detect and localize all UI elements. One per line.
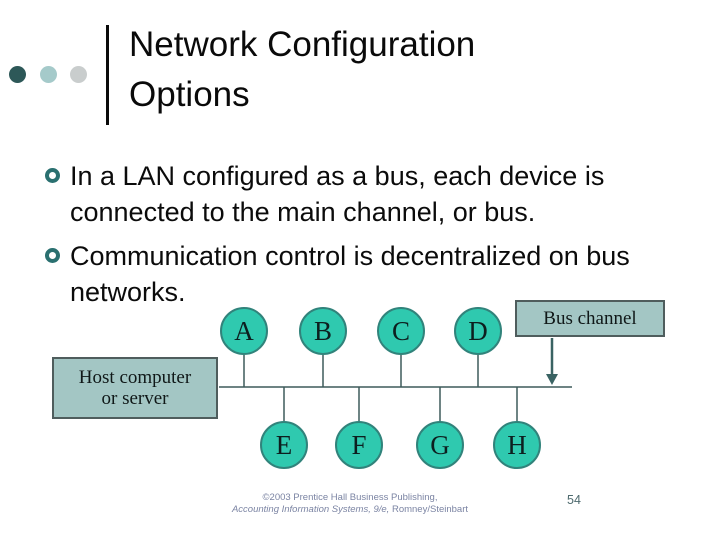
node-label: D: [468, 315, 488, 346]
bullet-list: In a LAN configured as a bus, each devic…: [45, 158, 675, 318]
host-computer-label: Host computer or server: [79, 367, 191, 409]
node-label: G: [430, 429, 450, 460]
node-label: F: [351, 429, 367, 460]
deco-dot-teal-icon: [40, 66, 57, 83]
node-label: B: [313, 315, 332, 346]
node-label: C: [391, 315, 410, 346]
node-f: F: [335, 421, 383, 469]
node-label: E: [275, 429, 293, 460]
host-computer-label-box: Host computer or server: [52, 357, 218, 419]
bullet-text: Communication control is decentralized o…: [70, 241, 630, 307]
bullet-circle-icon: [45, 168, 60, 183]
bus-channel-label: Bus channel: [543, 307, 637, 329]
footer-line1: ©2003 Prentice Hall Business Publishing,: [262, 492, 438, 503]
bus-channel-arrowhead-icon: [546, 374, 558, 385]
bullet-item: Communication control is decentralized o…: [45, 238, 675, 310]
bus-channel-label-box: Bus channel: [515, 300, 665, 337]
node-b: B: [299, 307, 347, 355]
deco-dot-dark-icon: [9, 66, 26, 83]
node-c: C: [377, 307, 425, 355]
node-h: H: [493, 421, 541, 469]
deco-dot-gray-icon: [70, 66, 87, 83]
page-number: 54: [567, 493, 581, 507]
host-label-line2: or server: [101, 388, 169, 409]
title-divider-rule: [106, 25, 109, 125]
footer-authors: Romney/Steinbart: [389, 503, 469, 515]
footer-credit: ©2003 Prentice Hall Business Publishing,…: [110, 492, 590, 515]
bullet-circle-icon: [45, 248, 60, 263]
host-label-line1: Host computer: [78, 367, 192, 388]
bullet-text: In a LAN configured as a bus, each devic…: [70, 161, 605, 227]
node-a: A: [220, 307, 268, 355]
node-label: H: [507, 429, 527, 460]
footer-line2: Accounting Information Systems, 9/e, Rom…: [110, 504, 590, 516]
bullet-item: In a LAN configured as a bus, each devic…: [45, 158, 675, 230]
footer-book-title: Accounting Information Systems, 9/e,: [231, 503, 390, 515]
node-e: E: [260, 421, 308, 469]
page-title: Network Configuration Options: [129, 25, 476, 114]
node-d: D: [454, 307, 502, 355]
node-label: A: [234, 315, 254, 346]
node-g: G: [416, 421, 464, 469]
